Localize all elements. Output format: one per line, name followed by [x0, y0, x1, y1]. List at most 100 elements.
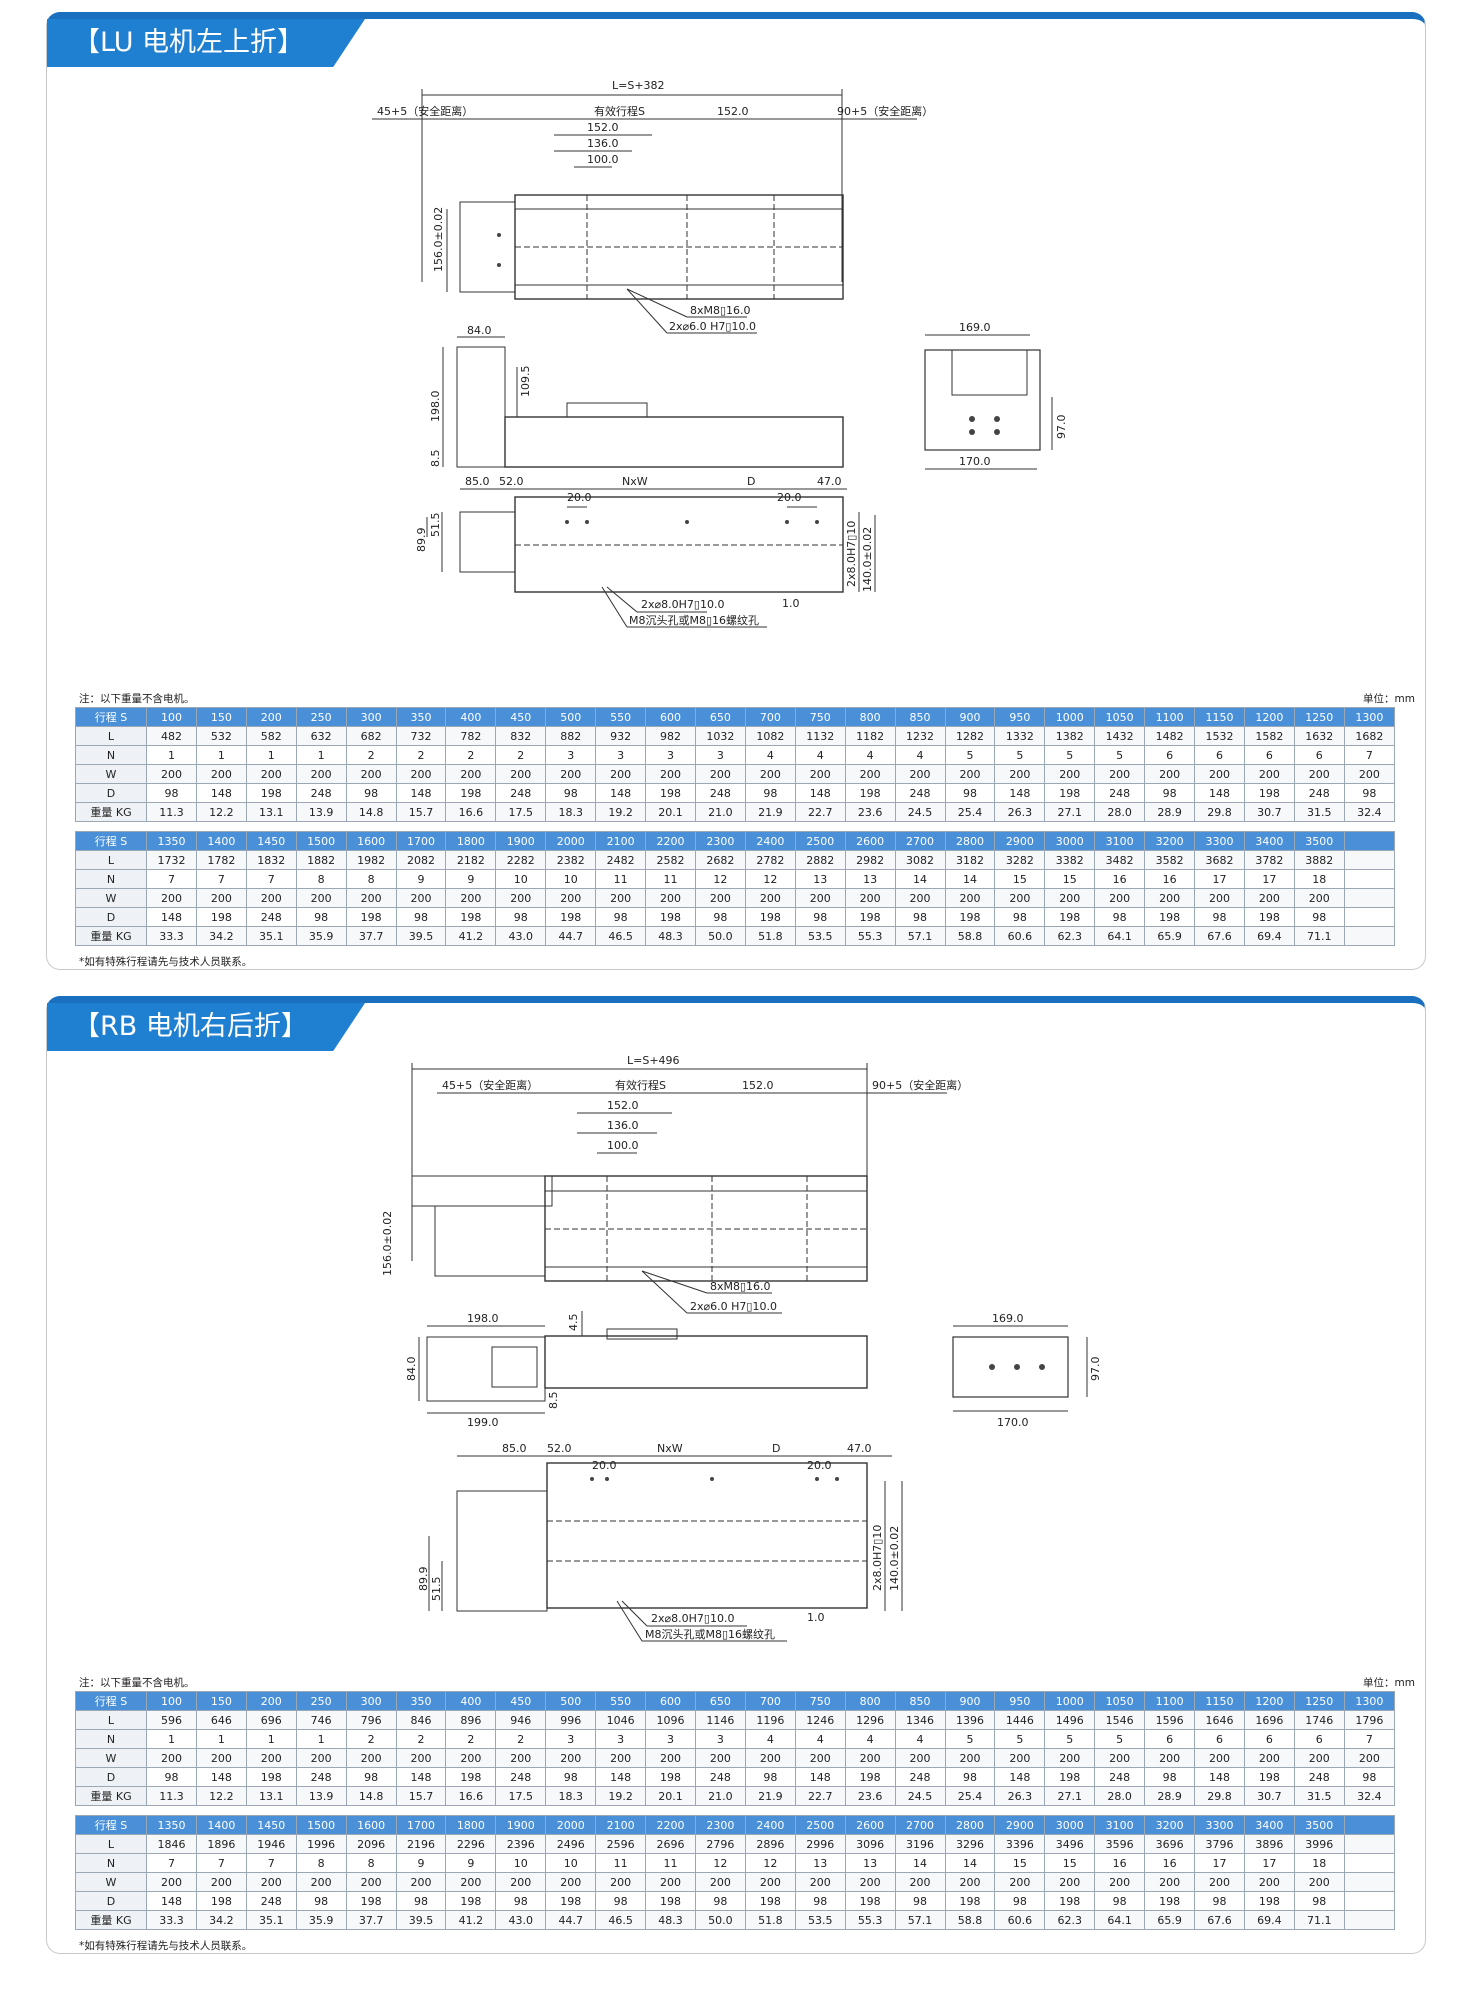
table-cell: 1 [146, 745, 197, 765]
table-cell: 350 [395, 707, 447, 727]
table-cell: 1200 [1243, 1691, 1295, 1711]
table-cell: 98 [694, 907, 746, 927]
table-cell: 200 [595, 764, 647, 784]
table-cell: 7 [245, 1853, 297, 1873]
dim-end-170: 170.0 [959, 455, 991, 468]
table-cell: 57.1 [894, 1910, 946, 1930]
table-cell: 1346 [894, 1710, 946, 1730]
table-cell: 900 [944, 707, 996, 727]
table-cell: 1582 [1243, 726, 1295, 746]
table-cell: 200 [345, 1872, 397, 1892]
table-cell: 200 [195, 1748, 247, 1768]
table-cell: 11.3 [146, 1786, 197, 1806]
table-cell: 98 [944, 1767, 996, 1787]
table-cell: 98 [395, 907, 447, 927]
table-cell: 1846 [146, 1834, 197, 1854]
table-note: 注：以下重量不含电机。 [79, 693, 195, 705]
table-cell: 1296 [844, 1710, 896, 1730]
table-cell: 1900 [495, 831, 547, 851]
table-cell: 2600 [844, 1815, 896, 1835]
table-cell: 51.8 [744, 926, 796, 946]
dim-bot-pin8: 2x8.0H7▯10 [845, 521, 858, 587]
table-cell: 35.1 [245, 1910, 297, 1930]
dim-bot-47: 47.0 [847, 1442, 872, 1455]
table-cell: 2800 [944, 1815, 996, 1835]
table-cell: 15.7 [395, 1786, 447, 1806]
table-cell: 200 [545, 764, 597, 784]
table-cell: 13.1 [245, 802, 297, 822]
dim-152: 152.0 [607, 1099, 639, 1112]
table-cell: 200 [844, 888, 896, 908]
table-cell: 1600 [345, 831, 397, 851]
table-cell: 200 [1343, 1748, 1396, 1768]
table-cell: 24.5 [894, 802, 946, 822]
table-cell: 1700 [395, 1815, 447, 1835]
table-cell: 1200 [1243, 707, 1295, 727]
table-cell: 2 [445, 745, 497, 765]
table-cell: 3196 [894, 1834, 946, 1854]
dim-side-109: 109.5 [519, 366, 532, 398]
table-cell: 9 [395, 869, 447, 889]
table-cell: 532 [195, 726, 247, 746]
table-cell: 2700 [894, 1815, 946, 1835]
table-cell: 1 [295, 745, 347, 765]
table-cell: 22.7 [794, 802, 846, 822]
table-cell: 846 [395, 1710, 447, 1730]
table-cell: 5 [944, 1729, 996, 1749]
table-cell: 248 [495, 783, 547, 803]
table-cell: 98 [994, 907, 1046, 927]
table-cell: 26.3 [994, 1786, 1046, 1806]
table-cell: 2896 [744, 1834, 796, 1854]
footnote: *如有特殊行程请先与技术人员联系。 [79, 956, 253, 968]
table-cell: 65.9 [1144, 926, 1196, 946]
table-cell: 2982 [844, 850, 896, 870]
table-cell: 148 [1194, 1767, 1245, 1787]
table-cell: 41.2 [445, 1910, 497, 1930]
table-cell: 3 [595, 745, 647, 765]
table-cell: 62.3 [1044, 926, 1096, 946]
table-cell: 4 [894, 1729, 946, 1749]
table-cell: 1096 [645, 1710, 696, 1730]
table-cell: 2996 [794, 1834, 846, 1854]
table-cell: 150 [195, 707, 247, 727]
table-cell: 1632 [1293, 726, 1345, 746]
table-cell: 200 [245, 764, 297, 784]
table-cell: 2100 [595, 831, 647, 851]
table-cell: 200 [445, 1748, 497, 1768]
table-cell: 21.0 [694, 802, 746, 822]
row-label: W [75, 888, 147, 908]
table-cell: 37.7 [345, 1910, 397, 1930]
table-cell: 67.6 [1194, 1910, 1245, 1930]
table-cell: 27.1 [1044, 1786, 1096, 1806]
table-cell: 71.1 [1293, 1910, 1345, 1930]
table-cell: 1600 [345, 1815, 397, 1835]
table-cell: 7 [195, 869, 247, 889]
table-cell: 98 [146, 783, 197, 803]
table-cell: 896 [445, 1710, 497, 1730]
table-cell: 33.3 [146, 926, 197, 946]
table-cell: 200 [445, 888, 497, 908]
table-cell: 200 [1094, 1872, 1146, 1892]
table-cell: 200 [195, 888, 247, 908]
row-label: L [75, 1710, 147, 1730]
row-label: W [75, 1872, 147, 1892]
table-cell [1343, 1834, 1396, 1854]
dim-136: 136.0 [587, 137, 619, 150]
table-cell: 400 [445, 707, 497, 727]
row-label: L [75, 850, 147, 870]
table-cell: 200 [744, 1748, 796, 1768]
table-cell: 33.3 [146, 1910, 197, 1930]
table-cell: 71.1 [1293, 926, 1345, 946]
dim-total-length: L=S+496 [627, 1054, 680, 1067]
table-cell: 34.2 [195, 1910, 247, 1930]
dim-side-8-5: 8.5 [547, 1392, 560, 1410]
drawing-svg: L=S+496 45+5（安全距离） 有效行程S 152.0 90+5（安全距离… [381, 1054, 1102, 1642]
table-cell: 18.3 [545, 802, 597, 822]
table-cell: 25.4 [944, 802, 996, 822]
table-cell: 3000 [1044, 1815, 1096, 1835]
table-cell: 248 [295, 783, 347, 803]
table-cell: 11 [595, 869, 647, 889]
